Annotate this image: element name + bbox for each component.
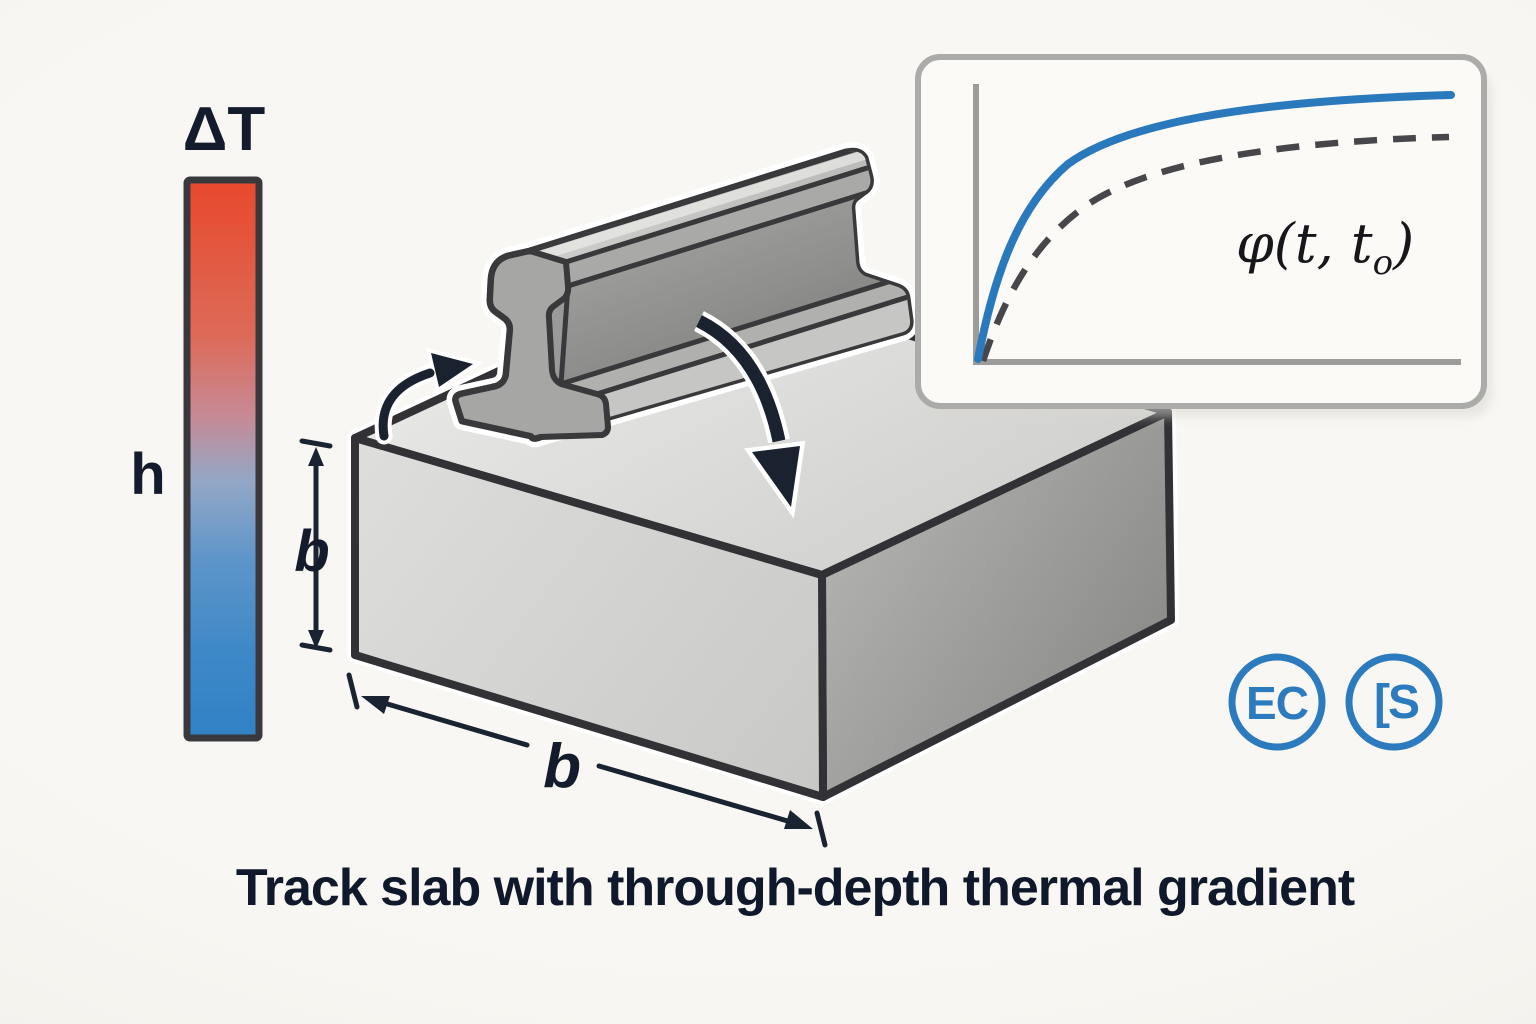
dim-label-b-width: b (543, 732, 581, 801)
chart-frame (915, 54, 1487, 409)
creep-label: φ(t, to) (1236, 212, 1414, 283)
dim-arrow-left (361, 696, 390, 714)
badge-ec-ring (1228, 653, 1326, 751)
curl-arrow-left-head (431, 353, 473, 387)
creep-label-close: ) (1392, 212, 1414, 275)
creep-label-sub: o (1373, 243, 1393, 283)
creep-label-main: φ(t, t (1236, 212, 1373, 275)
badge-is-text: [S (1374, 676, 1419, 729)
dim-label-b-height: b (294, 519, 329, 584)
badge-is: [S (1345, 653, 1443, 751)
rail-cross-section (452, 248, 611, 442)
dim-tick (814, 810, 828, 848)
dim-tick (299, 438, 333, 449)
dim-arrow-up (308, 447, 324, 466)
curl-arrow-right-head (752, 446, 800, 507)
colorbar-gradient (183, 176, 263, 742)
dim-arrow-right (784, 810, 813, 829)
creep-curve-dashed (979, 133, 1450, 363)
curl-arrow-left (374, 347, 483, 445)
curl-arrow-right (693, 311, 806, 519)
rail-web-face (558, 171, 911, 387)
dim-line (596, 763, 794, 825)
creep-curve-solid (974, 91, 1455, 363)
badge-ec-text: EC (1246, 677, 1308, 729)
dim-tick (346, 672, 360, 710)
badge-ec: EC (1228, 653, 1326, 751)
inset-creep-chart: φ(t, to) (915, 54, 1492, 417)
dimension-height (299, 438, 333, 653)
dim-line (381, 700, 530, 748)
slab-front-face (351, 434, 827, 801)
caption: Track slab with through-depth thermal gr… (236, 859, 1355, 917)
temperature-colorbar: ΔT h (130, 95, 266, 742)
delta-t-label: ΔT (183, 95, 266, 164)
rail (446, 142, 920, 448)
badge-is-ring (1345, 653, 1443, 751)
dimension-width (346, 672, 828, 848)
depth-h-label: h (130, 442, 165, 507)
rail-head-highlight (540, 151, 900, 256)
dim-arrow-down (308, 630, 324, 649)
